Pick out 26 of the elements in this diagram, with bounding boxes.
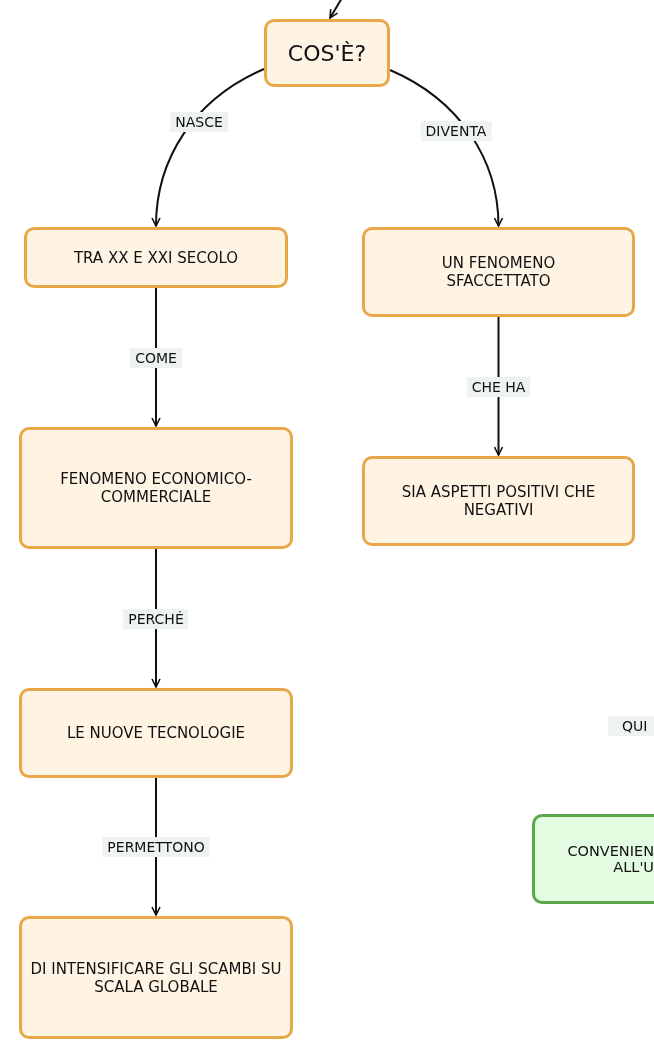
arrow (329, 0, 343, 19)
node-text: SIA ASPETTI POSITIVI CHE NEGATIVI (400, 483, 597, 519)
node-text: FENOMENO ECONOMICO-COMMERCIALE (59, 470, 253, 506)
concept-box (362, 227, 635, 317)
concept-box (264, 19, 390, 87)
concept-box (19, 427, 293, 549)
node-text: COS'È? (287, 40, 367, 66)
edge-label: PERCHÉ (123, 608, 189, 629)
node-text: UN FENOMENO SFACCETTATO (440, 254, 557, 290)
edge-label: DIVENTA (420, 121, 492, 141)
node-text: DI INTENSIFICARE GLI SCAMBI SU SCALA GLOBALE (29, 959, 283, 996)
node-text: CONVENIEN ALL'U (566, 843, 654, 875)
label-text: QUI (608, 716, 654, 736)
edge-label: COME (130, 347, 182, 368)
concept-box (19, 916, 293, 1039)
edge-label: CHE HA (466, 376, 531, 397)
node-text: LE NUOVE TECNOLOGIE (66, 724, 246, 742)
concept-box (532, 814, 654, 904)
node-text: TRA XX E XXI SECOLO (73, 248, 239, 267)
edge-label: NASCE (170, 112, 228, 132)
concept-box (19, 688, 293, 778)
concept-box (24, 227, 288, 288)
arrow (389, 69, 503, 227)
arrow (151, 68, 265, 227)
concept-box (362, 456, 635, 546)
edge-label: PERMETTONO (102, 837, 210, 857)
